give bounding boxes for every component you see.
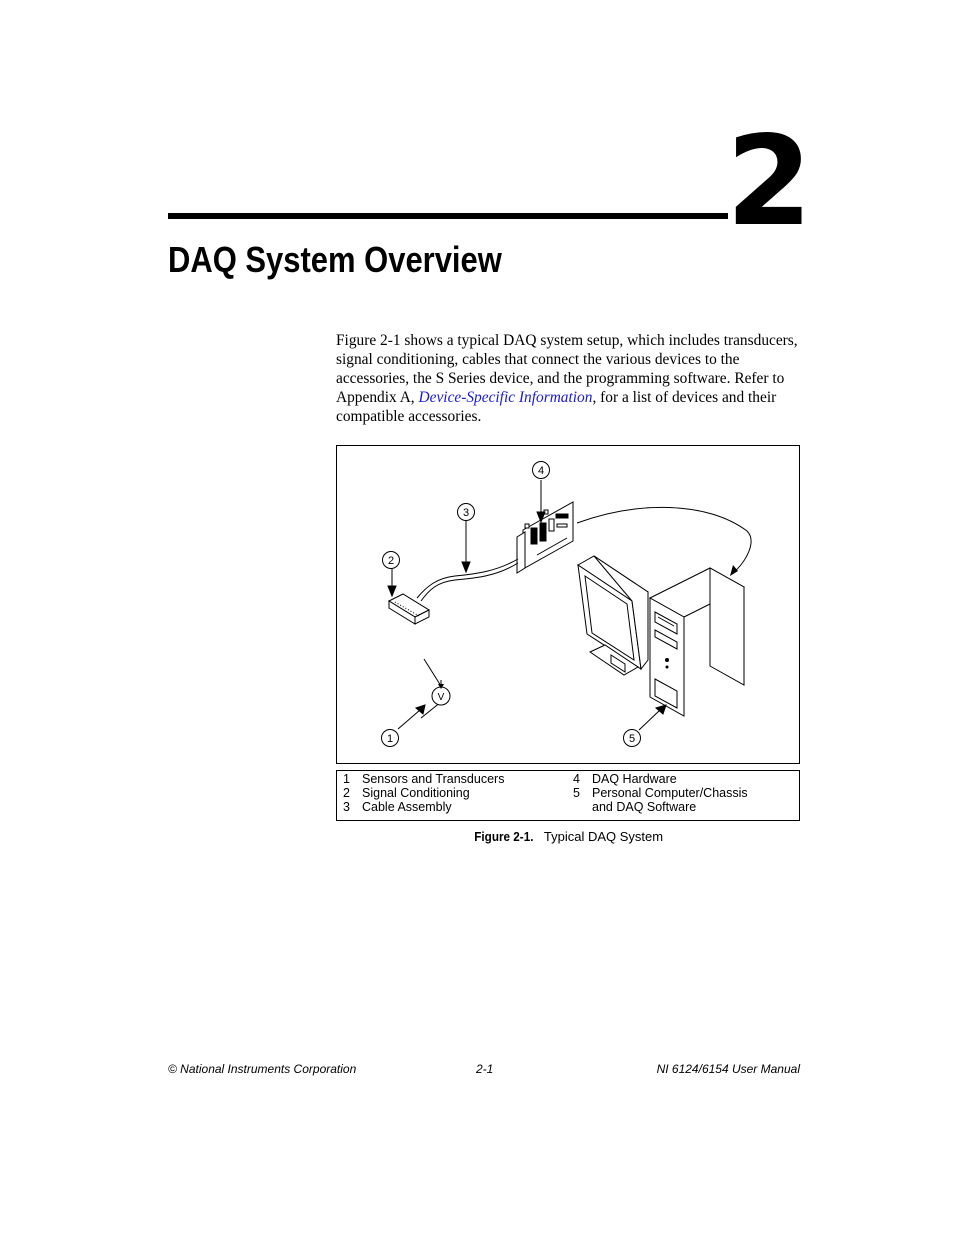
daq-system-illustration: V 4 3 2 1 <box>381 461 752 747</box>
svg-text:5: 5 <box>629 733 635 745</box>
sensor-symbol <box>420 658 451 719</box>
bus-cable <box>576 506 752 575</box>
svg-text:3: 3 <box>463 507 469 519</box>
callout-4: 4 <box>532 461 550 479</box>
callout-3: 3 <box>457 503 475 521</box>
svg-text:2: 2 <box>388 555 394 567</box>
callout-2: 2 <box>382 551 400 569</box>
legend-item-2: 2 Signal Conditioning <box>343 786 470 800</box>
cable-assembly <box>416 558 519 602</box>
footer-right: NI 6124/6154 User Manual <box>656 1062 800 1076</box>
callout-1: 1 <box>381 729 399 747</box>
svg-text:1: 1 <box>387 733 393 745</box>
legend-item-3: 3 Cable Assembly <box>343 800 452 814</box>
footer-page-number: 2-1 <box>476 1062 494 1076</box>
footer-left: © National Instruments Corporation <box>168 1062 357 1076</box>
appendix-link[interactable]: Device-Specific Information <box>418 389 593 406</box>
computer-tower <box>648 567 746 717</box>
signal-conditioning-block <box>387 593 431 625</box>
legend-item-1: 1 Sensors and Transducers <box>343 772 505 786</box>
chapter-rule <box>168 213 728 219</box>
caption-text: Typical DAQ System <box>543 829 664 844</box>
figure-frame: V 4 3 2 1 <box>336 445 800 764</box>
chapter-title: DAQ System Overview <box>168 239 502 280</box>
svg-text:4: 4 <box>538 465 544 477</box>
intro-text-start: Figure 2-1 shows a typical DAQ system se… <box>336 332 798 406</box>
callout-leaders <box>387 480 667 731</box>
figure-caption: Figure 2-1. Typical DAQ System <box>336 829 798 845</box>
callout-5: 5 <box>623 729 641 747</box>
daq-board <box>516 501 574 574</box>
caption-label: Figure 2-1. <box>474 829 534 844</box>
legend-item-4: 4 DAQ Hardware <box>573 772 677 786</box>
chapter-number: 2 <box>726 110 812 254</box>
figure-legend: 1 Sensors and Transducers 2 Signal Condi… <box>336 770 800 821</box>
intro-text-end: , for a list of devices and their compat… <box>336 389 777 425</box>
computer-monitor <box>577 555 649 676</box>
intro-paragraph: Figure 2-1 shows a typical DAQ system se… <box>336 331 806 426</box>
legend-item-5-continued: and DAQ Software <box>592 800 697 814</box>
meter-label: V <box>438 692 445 703</box>
legend-item-5: 5 Personal Computer/Chassis <box>573 786 748 800</box>
